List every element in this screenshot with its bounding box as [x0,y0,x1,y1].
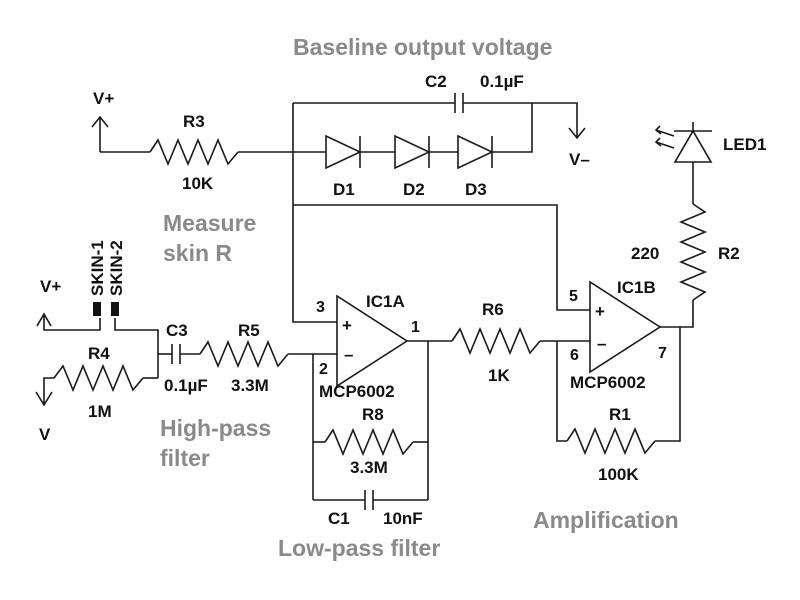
r4-ref: R4 [88,344,110,363]
ic1a-pin-3: 3 [316,299,325,316]
d3-ref: D3 [465,180,487,199]
section-low-pass-filter: Low-pass filter [278,535,440,561]
ic1a-minus-sign: – [344,345,353,364]
ic1b-pin-5: 5 [569,288,578,305]
section-amplification: Amplification [533,507,679,533]
diode-d1 [325,134,362,170]
section-measure-skin-r-line1: Measure [163,210,256,236]
section-high-pass-filter-line2: filter [160,445,210,471]
r6-value: 1K [488,366,510,385]
electrode-skin-1[interactable] [93,302,101,316]
ic1b-ref: IC1B [617,278,656,297]
capacitor-c3 [171,344,181,364]
vplus-left-label: V+ [40,277,61,296]
ic1b-part: MCP6002 [570,373,646,392]
skin-2-label: SKIN-2 [107,240,126,296]
r2-value: 220 [631,244,659,263]
resistor-r4 [35,363,158,407]
r1-value: 100K [598,465,639,484]
r2-ref: R2 [718,244,740,263]
ic1a-ref: IC1A [366,292,405,311]
ic1a-plus-sign: + [342,316,352,335]
c1-ref: C1 [328,509,350,528]
r3-value: 10K [182,174,214,193]
ic1a-pin-2: 2 [319,361,328,378]
c3-ref: C3 [166,321,188,340]
resistor-r6 [451,326,541,356]
vminus-arrow [568,122,586,140]
wire-node-vertical [292,103,337,323]
resistor-r5 [199,339,289,369]
r8-ref: R8 [362,405,384,424]
vplus-top-label: V+ [93,89,114,108]
electrode-skin-2[interactable] [111,302,119,316]
d2-ref: D2 [403,180,425,199]
opamp-ic1b [589,280,662,374]
c1-value: 10nF [383,509,423,528]
r5-ref: R5 [238,321,260,340]
d1-ref: D1 [333,180,355,199]
ic1b-plus-sign: + [595,302,605,321]
section-high-pass-filter-line1: High-pass [160,415,271,441]
wire-d3-to-right [492,103,533,153]
ic1b-minus-sign: – [597,334,606,353]
ic1a-part: MCP6002 [319,382,395,401]
wire-r1-right [655,327,681,442]
resistor-r2 [678,203,708,301]
c3-value: 0.1µF [164,376,208,395]
section-measure-skin-r-line2: skin R [163,240,232,266]
opamp-ic1a [336,294,409,388]
section-baseline-output-voltage: Baseline output voltage [293,34,552,60]
resistor-r1 [566,426,656,456]
vplus-left-arrow [36,312,101,331]
r5-value: 3.3M [231,376,269,395]
resistor-r3 [149,137,239,167]
led-led1 [654,122,713,163]
r1-ref: R1 [609,405,631,424]
vplus-top-rail [91,115,150,153]
ic1b-pin-7: 7 [658,345,667,362]
r8-value: 3.3M [350,458,388,477]
capacitor-c1 [364,490,374,510]
vminus-label: V– [569,150,590,169]
wire-r1-left [556,341,567,442]
resistor-r8 [313,427,428,457]
wire-node-to-ic1b-plus [293,204,590,311]
r3-ref: R3 [183,112,205,131]
v-bottom-label: V [39,425,51,444]
ic1b-pin-6: 6 [570,347,579,364]
wire-output-ic1a [407,340,429,500]
wire-c2-right [463,102,578,122]
r4-value: 1M [88,402,112,421]
led1-ref: LED1 [723,135,766,154]
diode-d2 [394,134,431,170]
r6-ref: R6 [482,300,504,319]
capacitor-c2 [454,93,464,113]
skin-1-label: SKIN-1 [88,240,107,296]
c2-value: 0.1µF [480,72,524,91]
c2-ref: C2 [425,72,447,91]
wire-ic1b-output [660,300,694,328]
ic1a-pin-1: 1 [411,319,420,336]
diode-d3 [457,134,494,170]
